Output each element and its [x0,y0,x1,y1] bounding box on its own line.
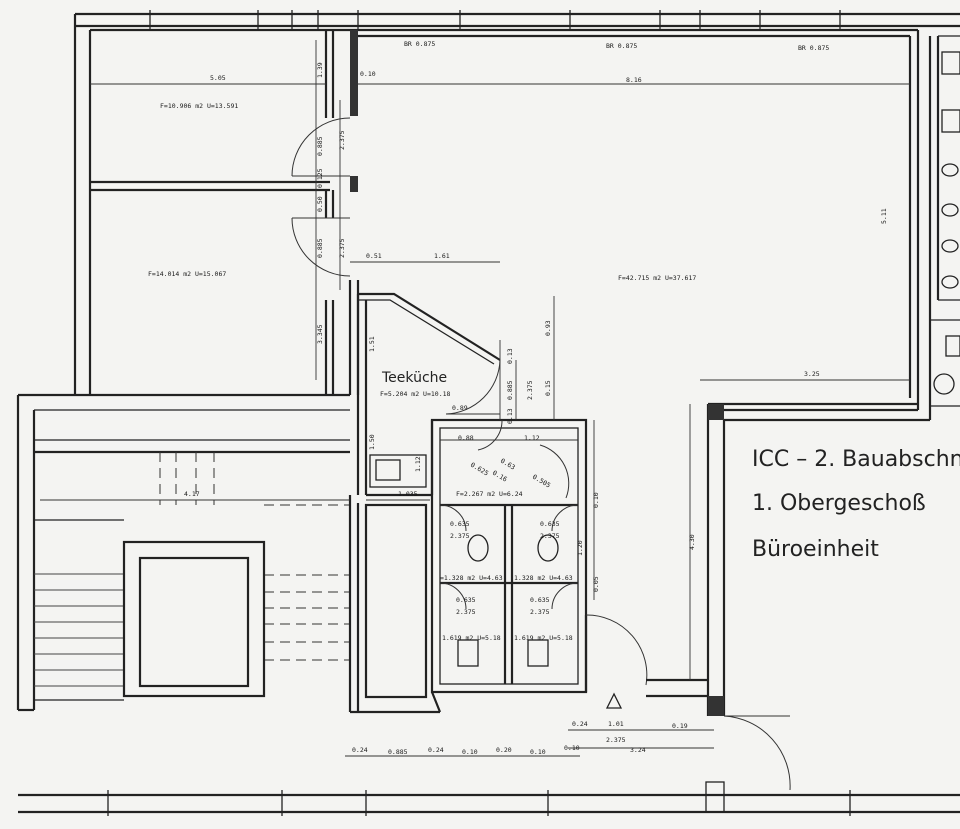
dim-0885b: 0.885 [316,238,324,258]
room-large-area: F=42.715 m2 U=37.617 [618,274,696,282]
wc-block-walls [430,418,588,694]
dim-0625: 0.625 [469,461,490,478]
title-line-2: 1. Obergeschoß [752,491,926,516]
dim-2375f: 2.375 [456,608,476,616]
bottom-wall [18,781,960,816]
br-label-1: BR 0.875 [404,40,435,48]
dim-2375h: 2.375 [606,736,626,744]
dimension-lines [40,40,910,757]
dim-2375b: 2.375 [338,238,346,258]
bottom-dim-010b: 0.10 [530,748,546,756]
teekueche-label: Teeküche [381,370,447,386]
dim-016: 0.16 [491,469,509,484]
wc-1-area: =1.328 m2 U=4.63 [440,574,503,582]
dim-024a: 0.24 [572,720,588,728]
dim-1035: 1.035 [398,490,418,498]
dim-089: 0.89 [452,404,468,412]
wc-vestibule-area: F=2.267 m2 U=6.24 [456,490,523,498]
dim-088: 0.88 [458,434,474,442]
dim-093: 0.93 [544,320,552,336]
right-wc-column [928,35,960,420]
dim-010: 0.10 [360,70,376,78]
dim-139: 1.39 [316,62,324,78]
bottom-dim-024: 0.24 [352,746,368,754]
storage-walls [348,495,442,714]
br-label-2: BR 0.875 [606,42,637,50]
dim-050: 0.50 [316,196,324,212]
bottom-dim-010c: 0.10 [564,744,580,752]
room-labels: F=10.906 m2 U=13.591 F=14.014 m2 U=15.06… [148,102,696,642]
dim-013a: 0.13 [506,348,514,364]
dim-013b: 0.13 [506,408,514,424]
dim-2375d: 2.375 [450,532,470,540]
dim-816: 8.16 [626,76,642,84]
dim-015: 0.15 [544,380,552,396]
teekueche-area: F=5.204 m2 U=10.18 [380,390,451,398]
bottom-dim-020: 0.20 [496,746,512,754]
dim-2375a: 2.375 [338,130,346,150]
dim-051: 0.51 [366,252,382,260]
dim-0125: 0.125 [316,168,324,188]
dim-511: 5.11 [880,208,888,224]
dim-0635c: 0.635 [456,596,476,604]
wc-4-area: 1.619 m2 U=5.18 [514,634,573,642]
title-block: ICC – 2. Bauabschnitt 1. Obergeschoß Bür… [752,447,960,562]
dim-120: 1.20 [576,540,584,556]
dim-063a: 0.63 [499,457,517,472]
dim-0635d: 0.635 [530,596,550,604]
dim-112: 1.12 [524,434,540,442]
wc-2-area: 1.328 m2 U=4.63 [514,574,573,582]
dim-430: 4.30 [688,534,696,550]
dim-112v: 1.12 [414,456,422,472]
dim-101: 1.01 [608,720,624,728]
dim-0635a: 0.635 [450,520,470,528]
dim-417: 4.17 [184,490,200,498]
bottom-dim-024b: 0.24 [428,746,444,754]
bottom-dim-0885: 0.885 [388,748,408,756]
title-line-3: Büroeinheit [752,537,879,562]
room-top-left-area: F=10.906 m2 U=13.591 [160,102,238,110]
br-label-3: BR 0.875 [798,44,829,52]
dim-019: 0.19 [672,722,688,730]
dim-2375c: 2.375 [526,380,534,400]
large-room-walls [358,28,920,412]
dim-0885c: 0.885 [506,380,514,400]
dim-005: 0.05 [592,576,600,592]
dim-0885a: 0.885 [316,136,324,156]
corridor-walls [16,393,350,712]
entry-walls [584,404,930,791]
dim-2375g: 2.375 [530,608,550,616]
dim-3345: 3.345 [316,324,324,344]
dim-325: 3.25 [804,370,820,378]
dimension-labels: BR 0.875 BR 0.875 BR 0.875 5.05 8.16 0.1… [184,40,888,756]
dim-161: 1.61 [434,252,450,260]
dim-150: 1.50 [368,434,376,450]
top-wall [75,10,960,30]
dim-2375e: 2.375 [540,532,560,540]
dim-0505: 0.505 [531,473,552,490]
dim-151: 1.51 [368,336,376,352]
dim-324: 3.24 [630,746,646,754]
title-line-1: ICC – 2. Bauabschnitt [752,447,960,472]
dim-505: 5.05 [210,74,226,82]
room-mid-left-area: F=14.014 m2 U=15.067 [148,270,226,278]
wc-3-area: 1.619 m2 U=5.18 [442,634,501,642]
dim-0635b: 0.635 [540,520,560,528]
bottom-dim-010a: 0.10 [462,748,478,756]
dim-010v: 0.10 [592,492,600,508]
